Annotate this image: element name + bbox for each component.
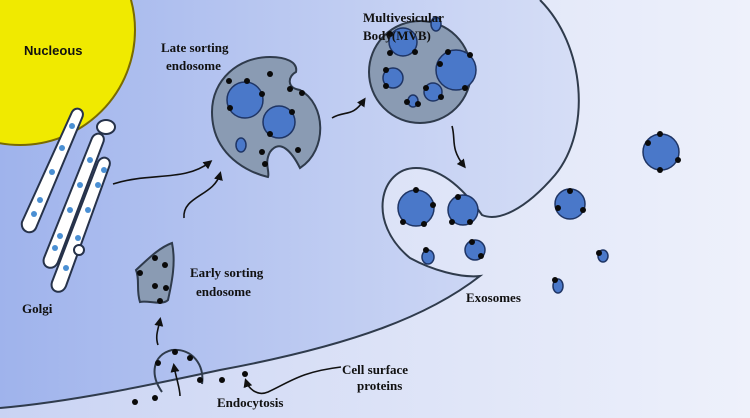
surface-proteins: [226, 71, 305, 167]
plasma-membrane: [0, 0, 580, 409]
arrow-endocytosis-to-early-endosome: [154, 317, 164, 346]
nucleus: [0, 0, 136, 146]
late-sorting-label-line1: Late sorting: [161, 40, 229, 55]
arrow-golgi-to-late-endosome: [112, 160, 213, 185]
golgi-vesicle: [96, 119, 116, 135]
surface-proteins: [552, 131, 681, 283]
multivesicular-body: [368, 16, 477, 124]
arrow-mvb-to-membrane: [451, 125, 466, 169]
golgi-cisterna: [50, 156, 111, 293]
arrow-early-to-late-endosome: [183, 171, 223, 219]
intraluminal-vesicle: [226, 81, 264, 119]
nucleus-label: Nucleous: [24, 43, 83, 58]
surface-proteins: [137, 255, 169, 304]
arrow-late-endosome-to-mvb: [331, 97, 366, 119]
exosome: [447, 194, 479, 226]
golgi-label: Golgi: [22, 301, 53, 316]
golgi-vesicle: [73, 244, 85, 256]
mvb-label-line1: Multivesicular: [363, 10, 444, 25]
early-sorting-label-line2: endosome: [196, 284, 251, 299]
endocytic-pit: [153, 348, 204, 393]
late-sorting-label-line2: endosome: [166, 58, 221, 73]
arrow-cell-surface-proteins: [243, 366, 342, 395]
mvb-label-line2: Body(MVB): [363, 28, 431, 43]
exosomes-label: Exosomes: [466, 290, 521, 305]
surface-proteins: [400, 187, 484, 259]
late-sorting-endosome: [210, 55, 322, 179]
intraluminal-vesicle: [430, 16, 442, 32]
intraluminal-vesicle: [435, 49, 477, 91]
pathway-arrows: [112, 97, 466, 397]
intraluminal-vesicle: [262, 105, 296, 139]
membrane-proteins: [132, 349, 248, 405]
golgi-dots: [31, 123, 107, 271]
golgi-apparatus: [20, 107, 116, 293]
cell-surface-label-line1: Cell surface: [342, 362, 408, 377]
endocytosis-label: Endocytosis: [217, 395, 283, 410]
endocytosis-site: [132, 348, 248, 405]
arrow-endocytosis-inward: [170, 363, 181, 397]
intraluminal-vesicle: [235, 137, 247, 153]
surface-proteins: [383, 31, 473, 107]
early-sorting-label-line1: Early sorting: [190, 265, 264, 280]
released-exosomes: [552, 131, 681, 294]
intraluminal-vesicle: [382, 67, 404, 89]
intraluminal-vesicle: [388, 27, 418, 57]
exosome: [642, 133, 680, 171]
cell-surface-label-line2: proteins: [357, 378, 402, 393]
budding-exosomes: [397, 187, 486, 265]
early-sorting-endosome: [134, 241, 175, 304]
